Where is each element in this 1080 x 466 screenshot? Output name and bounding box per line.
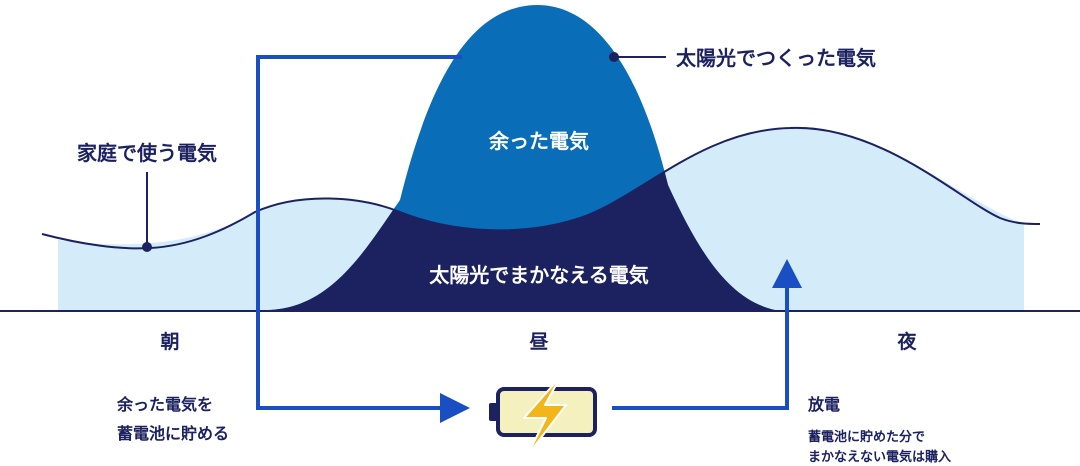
storage-arrow-line	[256, 55, 462, 410]
discharge-arrow-head	[772, 259, 802, 288]
time-label-morning: 朝	[160, 331, 179, 353]
discharge-caption-line2: まかなえない電気は購入	[808, 449, 951, 465]
solar-covered-label: 太陽光でまかなえる電気	[429, 263, 648, 287]
surplus-label: 余った電気	[488, 129, 589, 153]
storage-caption-line1: 余った電気を	[116, 395, 213, 414]
discharge-title: 放電	[807, 395, 840, 414]
solar-generated-label: 太陽光でつくった電気	[676, 46, 876, 70]
solar-leader-dot	[609, 52, 619, 62]
usage-leader-dot	[142, 242, 152, 252]
battery-charging-icon	[489, 375, 597, 457]
time-label-night: 夜	[896, 330, 917, 353]
storage-caption-line2: 蓄電池に貯める	[117, 424, 229, 443]
household-usage-line	[41, 126, 1041, 250]
lightning-bolt-icon	[523, 375, 567, 457]
household-usage-label: 家庭で使う電気	[77, 141, 217, 165]
household-usage-area	[58, 127, 1024, 310]
discharge-caption-line1: 蓄電池に貯めた分で	[808, 429, 925, 445]
discharge-arrow-line	[612, 282, 789, 410]
storage-arrow-head	[440, 393, 470, 423]
time-label-noon: 昼	[529, 331, 548, 353]
